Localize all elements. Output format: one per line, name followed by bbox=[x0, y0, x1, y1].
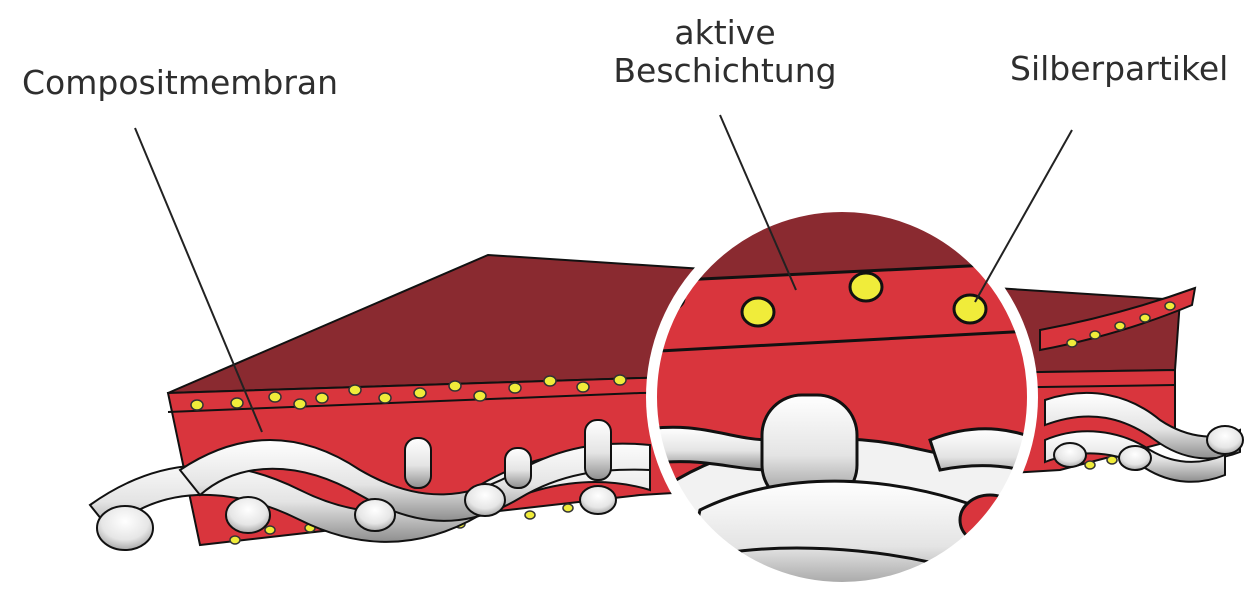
label-active-coating: aktive Beschichtung bbox=[600, 14, 850, 90]
label-silver-particles: Silberpartikel bbox=[1010, 50, 1228, 88]
label-active-coating-line2: Beschichtung bbox=[600, 52, 850, 90]
label-composite-membrane: Compositmembran bbox=[22, 64, 338, 102]
leader-line-silver bbox=[975, 130, 1072, 302]
zoom-magnifier bbox=[640, 200, 1050, 594]
label-active-coating-line1: aktive bbox=[600, 14, 850, 52]
